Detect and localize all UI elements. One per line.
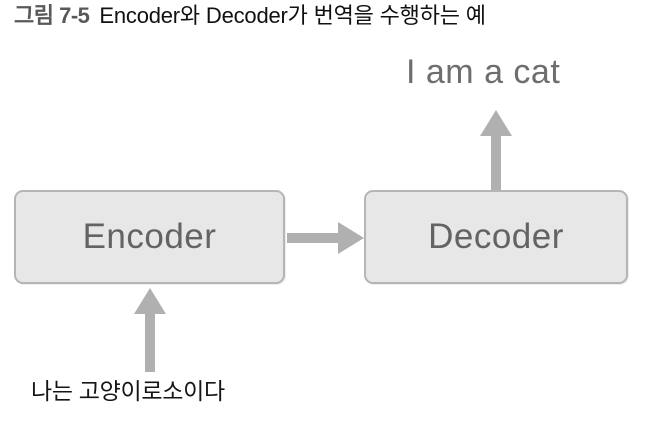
encoder-block: Encoder: [14, 190, 285, 284]
input-sentence-label: 나는 고양이로소이다: [31, 378, 225, 404]
encoder-block-label: Encoder: [82, 217, 217, 256]
decoder-block: Decoder: [364, 190, 628, 284]
figure-caption: 그림 7-5 Encoder와 Decoder가 번역을 수행하는 예: [14, 3, 486, 29]
arrow-decoder-to-output-icon: [480, 110, 512, 190]
arrow-input-to-encoder-icon: [134, 288, 166, 372]
decoder-block-label: Decoder: [428, 217, 564, 256]
figure-caption-text: Encoder와 Decoder가 번역을 수행하는 예: [99, 3, 486, 28]
arrow-encoder-to-decoder-icon: [287, 222, 364, 254]
output-sentence-label: I am a cat: [406, 53, 561, 91]
figure-caption-number: 그림 7-5: [14, 3, 90, 28]
